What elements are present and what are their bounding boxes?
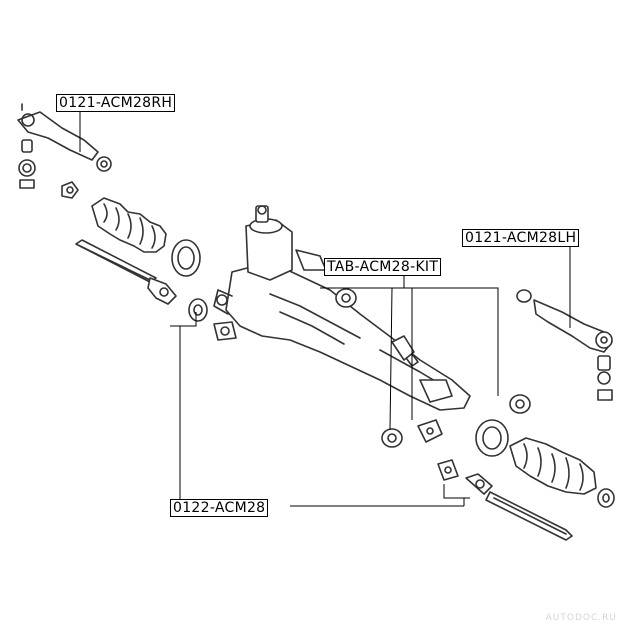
label-tie-rod-end-lh: 0121-ACM28LH (462, 229, 580, 247)
inner-tie-rod-lh-part (437, 459, 573, 541)
leader-acm28-left (170, 312, 197, 327)
bushing-upper (335, 288, 357, 308)
boot-lh (509, 437, 597, 495)
tie-rod-end-rh-part (17, 103, 112, 189)
label-bushing-kit: TAB-ACM28-KIT (324, 258, 442, 276)
nut-lh (597, 488, 615, 508)
leader-kit-left (389, 287, 393, 431)
nut-rh (61, 181, 79, 199)
steering-rack-housing (213, 205, 471, 411)
bracket-lower (417, 419, 443, 443)
label-tie-rod-end-rh: 0121-ACM28RH (56, 94, 176, 112)
bushing-right (509, 394, 531, 414)
watermark: AUTODOC.RU (545, 613, 617, 623)
boot-rh (91, 197, 167, 253)
washer-rh (188, 298, 208, 322)
leader-acm28-right (443, 484, 470, 499)
label-inner-tie-rod: 0122-ACM28 (170, 499, 269, 517)
bushing-mid (391, 335, 415, 361)
clamp-ring-lh (475, 419, 509, 457)
bushing-lower (381, 428, 403, 448)
tie-rod-end-lh-part (516, 289, 613, 401)
clamp-ring-rh (171, 239, 201, 277)
leader-kit-top (320, 287, 499, 396)
inner-tie-rod-rh-part (75, 239, 177, 305)
